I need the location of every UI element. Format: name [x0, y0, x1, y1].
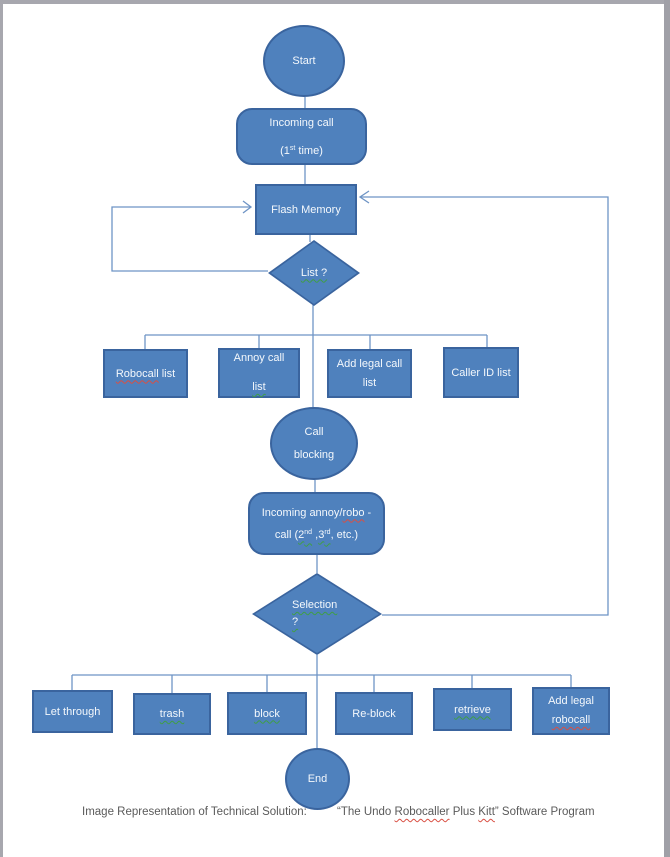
retrieve-label: retrieve [454, 703, 491, 716]
caption-left: Image Representation of Technical Soluti… [82, 806, 307, 818]
block-node: block [227, 692, 307, 735]
add-legal-call-list-node: Add legal call list [327, 349, 412, 398]
selection-decision-label: Selection ? [292, 599, 338, 628]
incoming-annoy-node: Incoming annoy/robo - call (2nd ,3rd, et… [248, 492, 385, 555]
incoming-call-line1: Incoming call [269, 116, 334, 129]
add-legal-robocall-line2: robocall [551, 714, 591, 726]
end-node: End [285, 748, 350, 810]
annoy-call-list-line1: Annoy call [233, 352, 285, 364]
block-label: block [254, 707, 280, 720]
call-blocking-line1: Call [304, 425, 324, 438]
page-border-right [664, 0, 670, 857]
call-blocking-line2: blocking [293, 448, 335, 461]
re-block-node: Re-block [335, 692, 413, 735]
incoming-call-node: Incoming call (1st time) [236, 108, 367, 165]
robocall-list-node: Robocall list [103, 349, 188, 398]
start-node: Start [263, 25, 345, 97]
call-blocking-node: Call blocking [270, 407, 358, 480]
start-label: Start [292, 55, 316, 67]
trash-label: trash [159, 708, 185, 720]
robocall-list-label: Robocall list [115, 367, 176, 380]
figure-caption: Image Representation of Technical Soluti… [0, 806, 670, 824]
add-legal-call-list-line1: Add legal call [336, 357, 403, 370]
retrieve-node: retrieve [433, 688, 512, 731]
annoy-call-list-line2: list [252, 381, 266, 393]
re-block-label: Re-block [352, 707, 396, 720]
incoming-annoy-line2: call (2nd ,3rd, etc.) [274, 528, 359, 541]
list-decision-node: List ? [268, 240, 360, 306]
caller-id-list-label: Caller ID list [451, 366, 511, 379]
add-legal-robocall-node: Add legal robocall [532, 687, 610, 735]
end-label: End [307, 773, 328, 785]
incoming-annoy-line1: Incoming annoy/robo - [261, 506, 372, 519]
page-border-top [0, 0, 670, 4]
caller-id-list-node: Caller ID list [443, 347, 519, 398]
caption-right: “The Undo Robocaller Plus Kitt” Software… [337, 806, 595, 818]
page-border-left [0, 0, 3, 857]
trash-node: trash [133, 693, 211, 735]
add-legal-robocall-line1: Add legal [548, 695, 594, 707]
annoy-call-list-node: Annoy call list [218, 348, 300, 398]
let-through-node: Let through [32, 690, 113, 733]
flash-memory-label: Flash Memory [271, 203, 341, 216]
selection-decision-node: Selection ? [252, 573, 382, 655]
list-decision-label: List ? [300, 266, 328, 279]
incoming-call-line2: (1st time) [280, 144, 323, 157]
add-legal-call-list-line2: list [362, 376, 377, 389]
flash-memory-node: Flash Memory [255, 184, 357, 235]
let-through-label: Let through [44, 705, 101, 718]
